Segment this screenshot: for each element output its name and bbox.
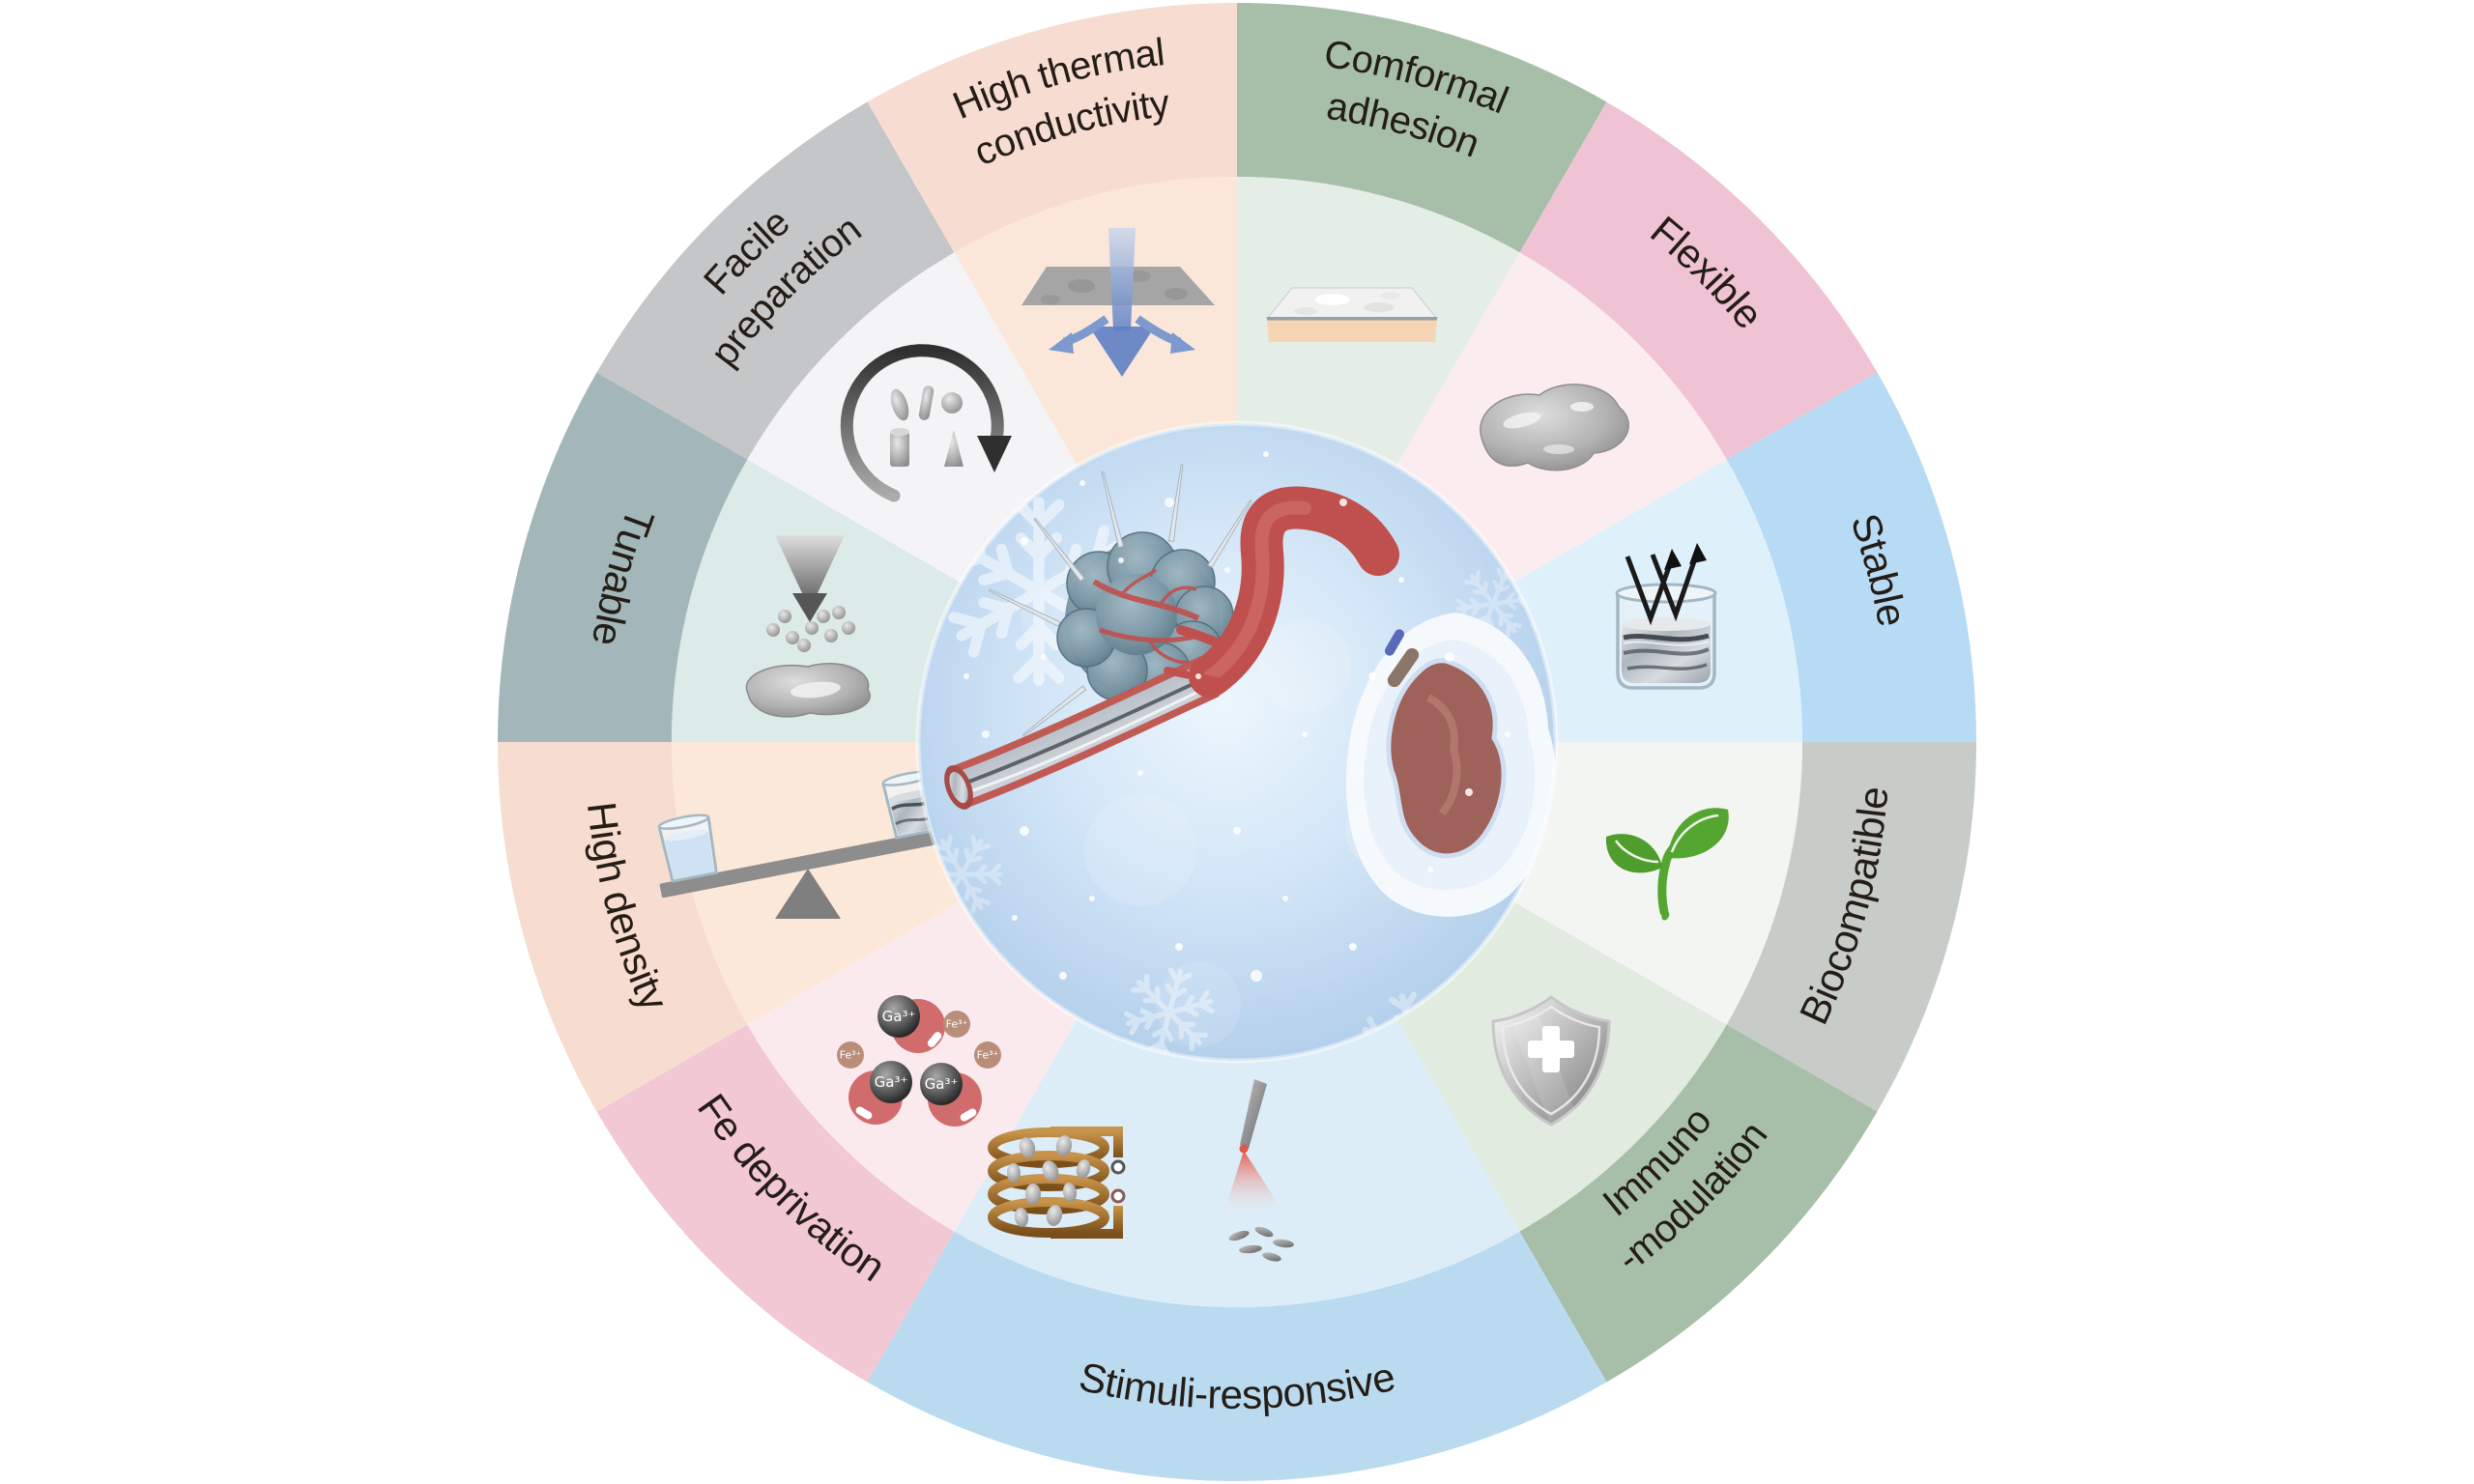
sector-tunable-outer (498, 372, 748, 742)
sector-facile-preparation-inner (747, 252, 1078, 583)
heat-dissipation-arrow-icon (1021, 228, 1215, 377)
sector-high-density-outer (498, 742, 748, 1112)
coil-particles (1007, 1135, 1091, 1227)
sector-facile-preparation-outer (596, 101, 955, 460)
tumor-graphic (1056, 531, 1234, 705)
sector-high-thermal-conductivity-outer (867, 3, 1237, 253)
laser-probe-icon (1223, 1079, 1294, 1262)
ga-ion-label: Ga³⁺ (925, 1075, 959, 1093)
ga-ion-label: Ga³⁺ (875, 1073, 908, 1091)
sector-flexible-outer (1519, 101, 1878, 460)
frozen-organ-graphic (1345, 613, 1556, 917)
fe-ion-label: Fe³⁺ (840, 1049, 862, 1062)
funnel-droplet-icon (745, 535, 871, 718)
beaker-reflection-icon (1615, 543, 1717, 690)
recyclable-shapes-icon (840, 344, 1012, 502)
fe-ion-label: Fe³⁺ (977, 1049, 999, 1062)
sector-immuno-modulation-outer (1519, 1024, 1878, 1383)
center-circle-rim (915, 420, 1559, 1064)
snow-dots (964, 451, 1510, 982)
fe-ion-label: Fe³⁺ (946, 1018, 968, 1031)
sector-stable-outer (1726, 372, 1976, 742)
gallium-iron-ion-exchange-icon: Ga³⁺ Ga³⁺ Ga³⁺ Fe³⁺ Fe³⁺ Fe³⁺ (837, 995, 1001, 1127)
sector-biocompatible-outer (1726, 742, 1976, 1112)
plant-sprout-icon (1605, 808, 1729, 921)
center-illustration (918, 423, 1556, 1061)
liquid-metal-blob-icon (1480, 384, 1629, 471)
sector-biocompatible-inner (1512, 742, 1802, 1025)
sector-comformal-adhesion-outer (1237, 3, 1607, 253)
ablated-particles (1228, 1226, 1294, 1262)
sector-stimuli-responsive-outer (867, 1231, 1607, 1481)
reflection-arrows (1625, 554, 1698, 626)
conformal-patch-icon (1265, 287, 1439, 342)
shield-cross-icon (1491, 995, 1611, 1127)
ga-ion-label: Ga³⁺ (882, 1008, 916, 1025)
vessel-graphic (944, 486, 1420, 810)
water-cup (657, 813, 718, 883)
droplet-particles (766, 606, 855, 652)
outer-label-ring (498, 3, 1976, 1481)
sector-fe-deprivation-outer (596, 1024, 955, 1383)
tumor-vessels (1092, 568, 1200, 665)
induction-coil-icon (988, 1127, 1126, 1239)
